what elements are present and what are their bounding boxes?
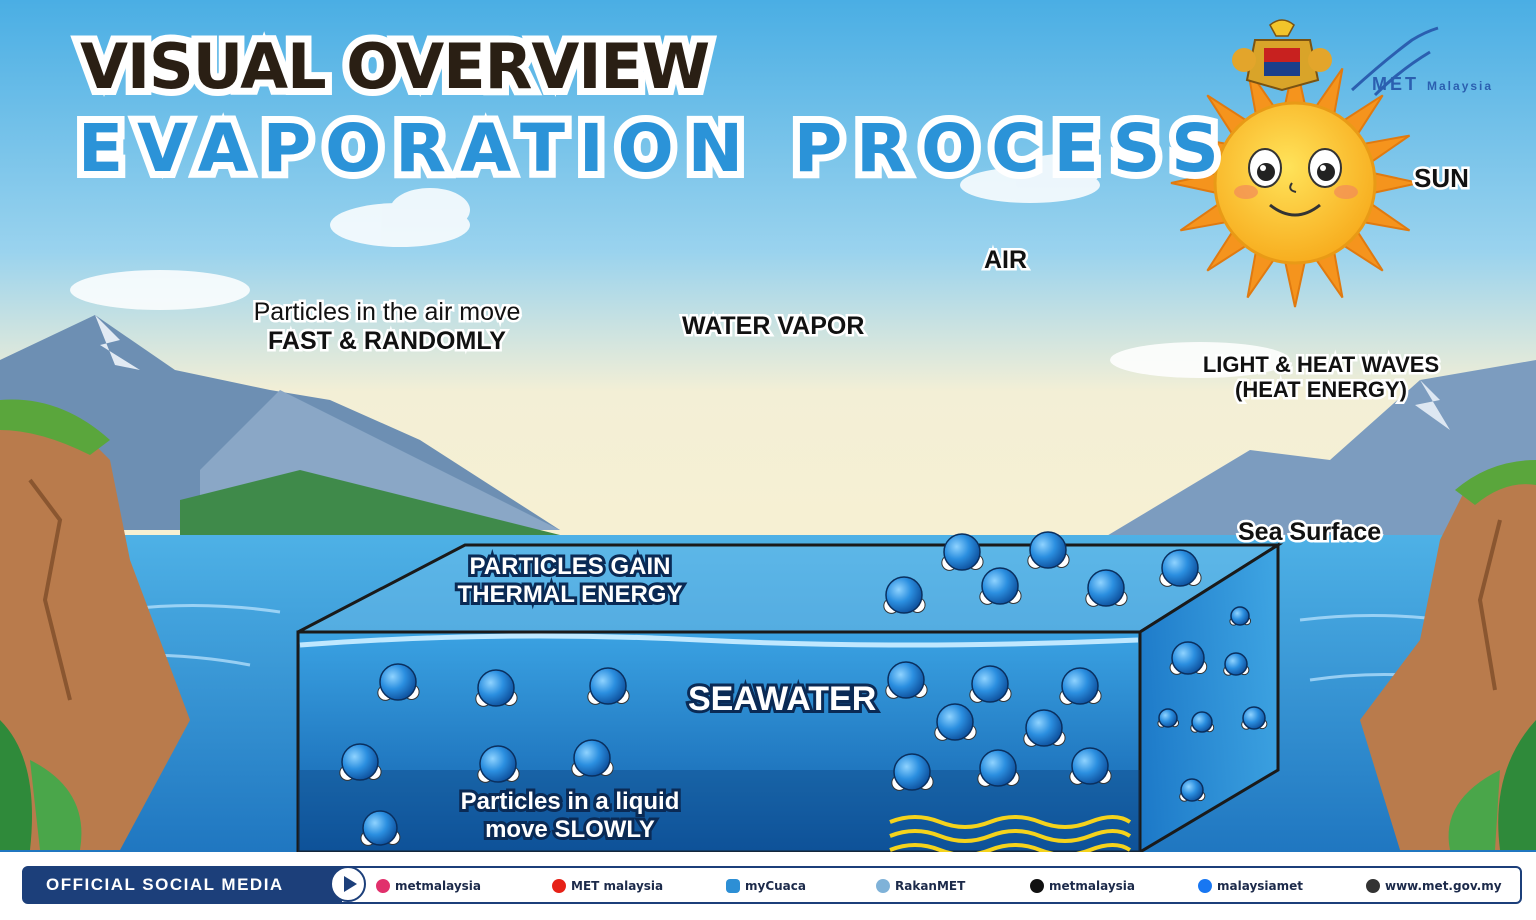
water-molecule	[883, 576, 926, 614]
water-molecule	[339, 743, 382, 781]
social-rakanmet[interactable]: RakanMET	[876, 876, 965, 896]
label-air-particles: Particles in the air move FAST & RANDOML…	[222, 296, 552, 358]
social-website[interactable]: www.met.gov.my	[1366, 876, 1502, 896]
label-seawater: SEAWATER	[685, 677, 879, 721]
title-visual-overview: VISUAL OVERVIEW	[73, 23, 717, 110]
label-liquid-particles-line1: Particles in a liquid	[458, 785, 683, 818]
label-liquid-particles-line2: move SLOWLY	[482, 813, 658, 846]
water-molecule	[477, 745, 520, 783]
right-cliff	[1360, 460, 1536, 850]
heat-waves	[889, 815, 1132, 857]
label-particles-gain-line1: PARTICLES GAIN	[467, 550, 674, 583]
water-molecule	[1027, 531, 1070, 569]
clouds	[70, 154, 1290, 378]
water-molecule	[1159, 549, 1202, 587]
youtube-icon	[552, 879, 566, 893]
official-social-media-label: OFFICIAL SOCIAL MEDIA	[24, 868, 342, 902]
water-molecule	[377, 663, 420, 701]
rakanmet-icon	[876, 879, 890, 893]
label-liquid-particles: Particles in a liquid move SLOWLY	[440, 785, 700, 846]
water-molecule	[1059, 667, 1102, 705]
foliage	[0, 720, 1536, 850]
social-facebook-text: malaysiamet	[1217, 879, 1303, 893]
play-icon[interactable]	[330, 866, 366, 902]
water-molecule	[1157, 708, 1180, 728]
water-molecule	[1179, 778, 1206, 802]
social-youtube[interactable]: MET malaysia	[552, 876, 663, 896]
social-mycuaca-text: myCuaca	[745, 879, 806, 893]
social-instagram-text: metmalaysia	[395, 879, 481, 893]
water-molecule	[475, 669, 518, 707]
water-molecule	[1069, 747, 1112, 785]
social-x[interactable]: metmalaysia	[1030, 876, 1135, 896]
label-particles-gain-line2: THERMAL ENERGY	[455, 578, 686, 611]
social-mycuaca[interactable]: myCuaca	[726, 876, 806, 896]
facebook-icon	[1198, 879, 1212, 893]
water-molecule	[1085, 569, 1128, 607]
water-molecule	[885, 661, 928, 699]
water-molecule	[891, 753, 934, 791]
label-sun: SUN	[1412, 161, 1472, 196]
water-molecule	[1229, 606, 1252, 626]
social-x-text: metmalaysia	[1049, 879, 1135, 893]
met-logo-word: MET	[1372, 74, 1419, 94]
mycuaca-icon	[726, 879, 740, 893]
label-sea-surface: Sea Surface	[1235, 516, 1383, 549]
globe-icon	[1366, 879, 1380, 893]
social-rakanmet-text: RakanMET	[895, 879, 966, 893]
water-molecule	[571, 739, 614, 777]
instagram-icon	[376, 879, 390, 893]
label-air-particles-line1: Particles in the air move	[251, 296, 523, 329]
water-molecule	[969, 665, 1012, 703]
met-malaysia-logo	[1350, 26, 1439, 97]
mountains	[0, 315, 1536, 540]
water-molecule	[1223, 652, 1250, 676]
water-molecule	[1023, 709, 1066, 747]
water-molecule	[979, 567, 1022, 605]
water-molecule	[360, 810, 401, 846]
social-youtube-text: MET malaysia	[571, 879, 664, 893]
social-website-text: www.met.gov.my	[1385, 879, 1502, 893]
title-evaporation-process: EVAPORATION PROCESS	[71, 103, 1233, 194]
coat-of-arms-logo	[1232, 19, 1332, 92]
label-light-heat: LIGHT & HEAT WAVES (HEAT ENERGY)	[1190, 349, 1452, 405]
water-molecule	[941, 533, 984, 571]
water-molecule	[977, 749, 1020, 787]
label-light-heat-line2: (HEAT ENERGY)	[1233, 375, 1410, 405]
x-icon	[1030, 879, 1044, 893]
water-molecule	[587, 667, 630, 705]
met-logo-text: MET Malaysia	[1372, 74, 1493, 95]
water-molecule	[1241, 706, 1268, 730]
label-particles-gain: PARTICLES GAIN THERMAL ENERGY	[452, 550, 688, 611]
label-water-vapor: WATER VAPOR	[679, 310, 866, 343]
social-instagram[interactable]: metmalaysia	[376, 876, 481, 896]
sun	[1170, 58, 1420, 308]
social-facebook[interactable]: malaysiamet	[1198, 876, 1303, 896]
label-air-particles-line2: FAST & RANDOMLY	[266, 324, 509, 357]
water-molecule	[1169, 641, 1208, 675]
label-air: AIR	[981, 244, 1029, 277]
label-light-heat-line1: LIGHT & HEAT WAVES	[1200, 349, 1441, 379]
water-molecule	[934, 703, 977, 741]
left-cliff	[0, 399, 190, 850]
water-molecule	[1190, 711, 1215, 733]
met-logo-country: Malaysia	[1427, 79, 1494, 93]
water-molecules	[339, 531, 1268, 846]
